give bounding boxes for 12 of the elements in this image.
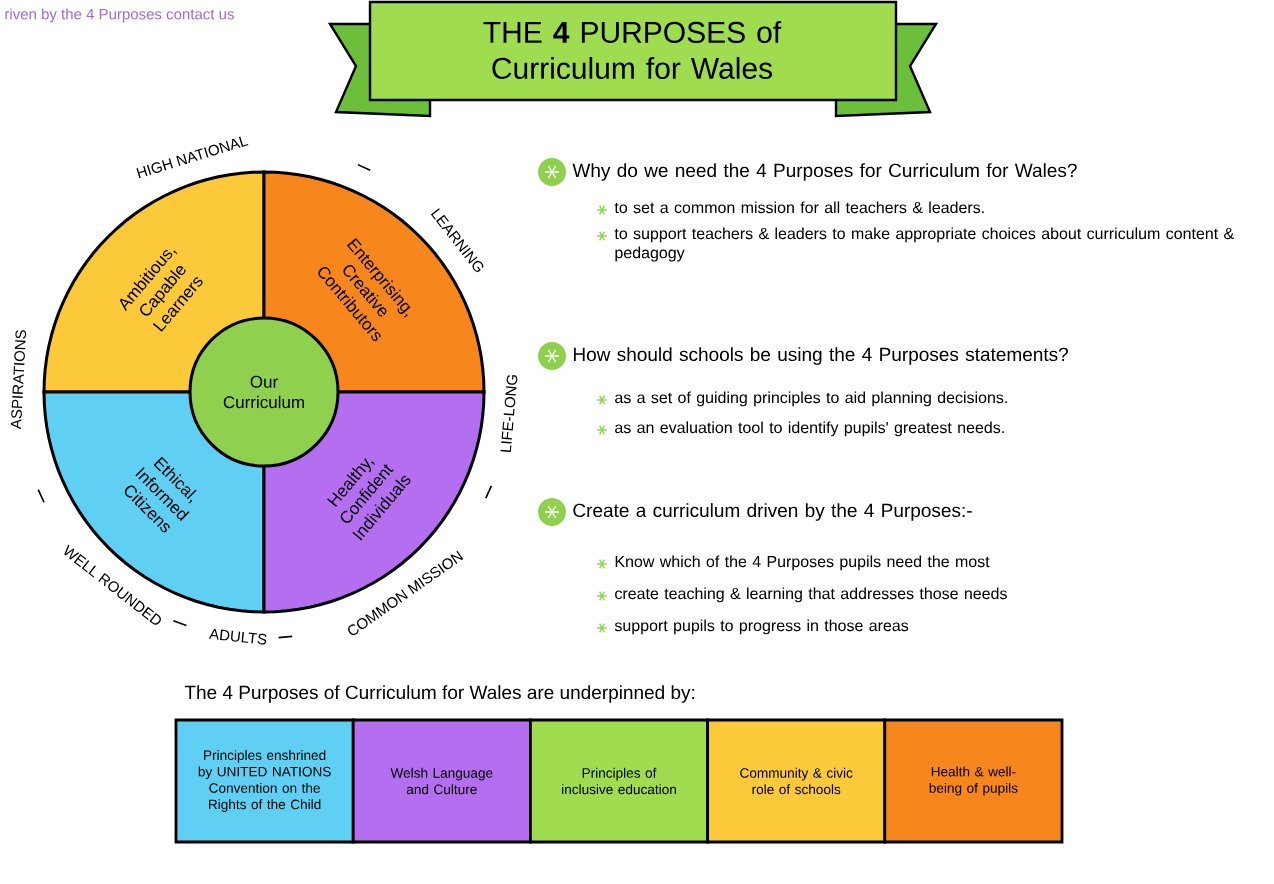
bullet-text: Know which of the 4 Purposes pupils need the most: [615, 555, 990, 571]
bullet-text: to set a common mission for all teachers & leaders.: [614, 201, 984, 214]
bullet-text: create teaching & learning that addresses those needs: [615, 587, 1007, 603]
title-banner: THE 4 PURPOSES of Curriculum for Wales: [327, 0, 939, 118]
question-heading: How should schools be using the 4 Purposes statements?: [574, 347, 1068, 365]
section-heading: The 4 Purposes of Curriculum for Wales are underpinned by:: [184, 685, 695, 703]
bullet-text: support pupils to progress in those areas: [614, 619, 909, 635]
bullet-text: as an evaluation tool to identify pupils' greatest needs.: [615, 421, 1004, 437]
bullet-text: to support teachers & leaders to make appropriate choices about curriculum content & pedagogy: [614, 227, 1234, 262]
bullet-text: as a set of guiding principles to aid planning decisions.: [615, 391, 1007, 407]
question-heading: Why do we need the 4 Purposes for Curriculum for Wales?: [572, 163, 1077, 181]
question-heading: Create a curriculum driven by the 4 Purposes:-: [573, 503, 972, 521]
